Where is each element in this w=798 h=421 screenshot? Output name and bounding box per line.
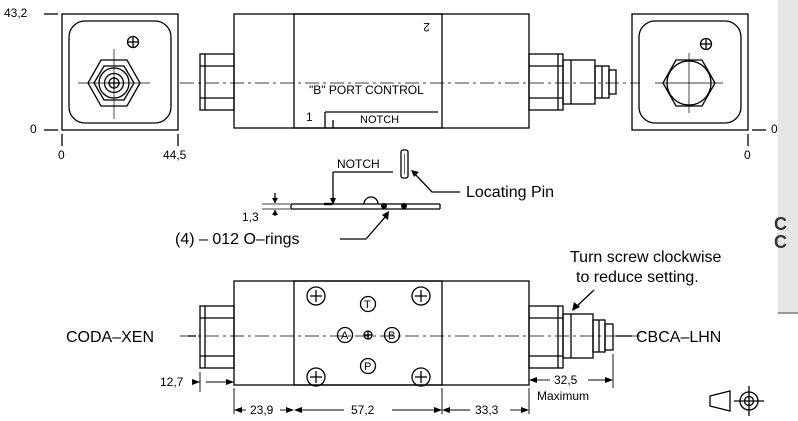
port-control-label: "B" PORT CONTROL (309, 83, 424, 97)
third-angle-projection-icon (709, 386, 764, 416)
port-a-label: A (341, 330, 349, 342)
orings-label: (4) – 012 O–rings (175, 231, 300, 248)
dim-23-9: 23,9 (250, 403, 274, 417)
cartridge-drawing: 43,2 0 0 44,5 0 0 2 "B" PORT CONTROL 1 N… (4, 6, 778, 417)
dim-32-5: 32,5 (554, 373, 578, 387)
dim-width-label: 44,5 (163, 148, 187, 162)
strip-char-2: C (774, 232, 787, 252)
screw-note-line1: Turn screw clockwise (570, 249, 722, 266)
port-p-label: P (364, 361, 371, 373)
bottom-top-view (180, 280, 640, 387)
detail-notch-label: NOTCH (337, 157, 380, 171)
strip-char-1: C (774, 214, 787, 234)
body-mark-2: 2 (423, 20, 430, 34)
thickness-label: 1,3 (242, 210, 259, 224)
dim-zero-left-x: 0 (58, 148, 65, 162)
right-cartridge-name: CBCA–LHN (636, 329, 721, 346)
left-cartridge-name: CODA–XEN (66, 329, 154, 346)
dim-12-7: 12,7 (160, 375, 184, 389)
left-end-view (44, 13, 179, 146)
side-strip-rule (778, 312, 798, 314)
seal-plate-detail (262, 149, 460, 240)
body-mark-1: 1 (306, 110, 313, 124)
dim-zero-left-y: 0 (30, 122, 37, 136)
dim-maximum-note: Maximum (537, 389, 589, 403)
dim-zero-right-y: 0 (771, 122, 778, 136)
right-end-view (631, 13, 766, 146)
body-notch-label: NOTCH (360, 114, 399, 126)
screw-note-line2: to reduce setting. (576, 269, 699, 286)
dim-height-label: 43,2 (4, 6, 28, 20)
dim-zero-right-x: 0 (744, 148, 751, 162)
dim-33-3: 33,3 (475, 403, 499, 417)
port-t-label: T (364, 299, 371, 311)
side-strip (778, 0, 798, 312)
dim-57-2: 57,2 (351, 403, 375, 417)
bottom-dimensions (192, 354, 614, 414)
port-b-label: B (388, 330, 395, 342)
top-side-view (180, 13, 640, 129)
locating-pin-label: Locating Pin (466, 184, 554, 201)
